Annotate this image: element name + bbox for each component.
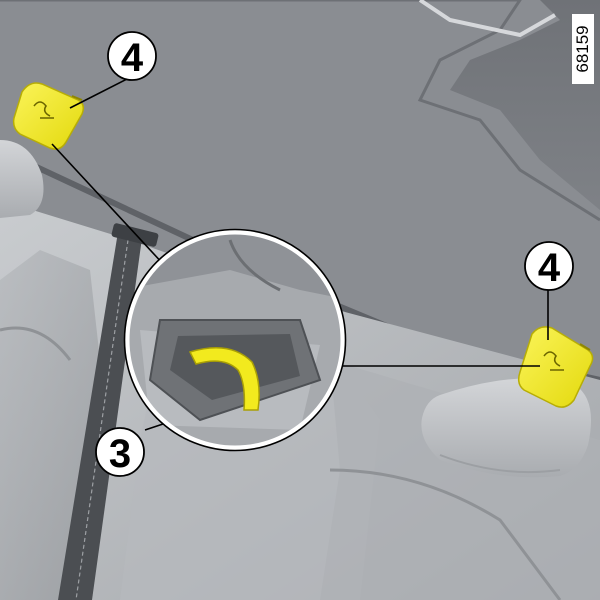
callout-3: 3: [95, 427, 145, 477]
figure-id-label: 68159: [572, 14, 594, 84]
anchor-cover-right: [517, 326, 594, 408]
callout-left-4-label: 4: [121, 36, 144, 80]
callout-right-4-label: 4: [538, 246, 561, 290]
figure-id-text: 68159: [573, 25, 592, 73]
left-headrest: [0, 140, 44, 218]
seat-belt: [58, 223, 159, 600]
callout-3-label: 3: [109, 432, 131, 476]
callout-left-4: 4: [107, 31, 157, 81]
anchor-cover-left: [12, 82, 85, 150]
callout-right-4: 4: [524, 241, 574, 291]
zoom-inset: [123, 228, 347, 452]
